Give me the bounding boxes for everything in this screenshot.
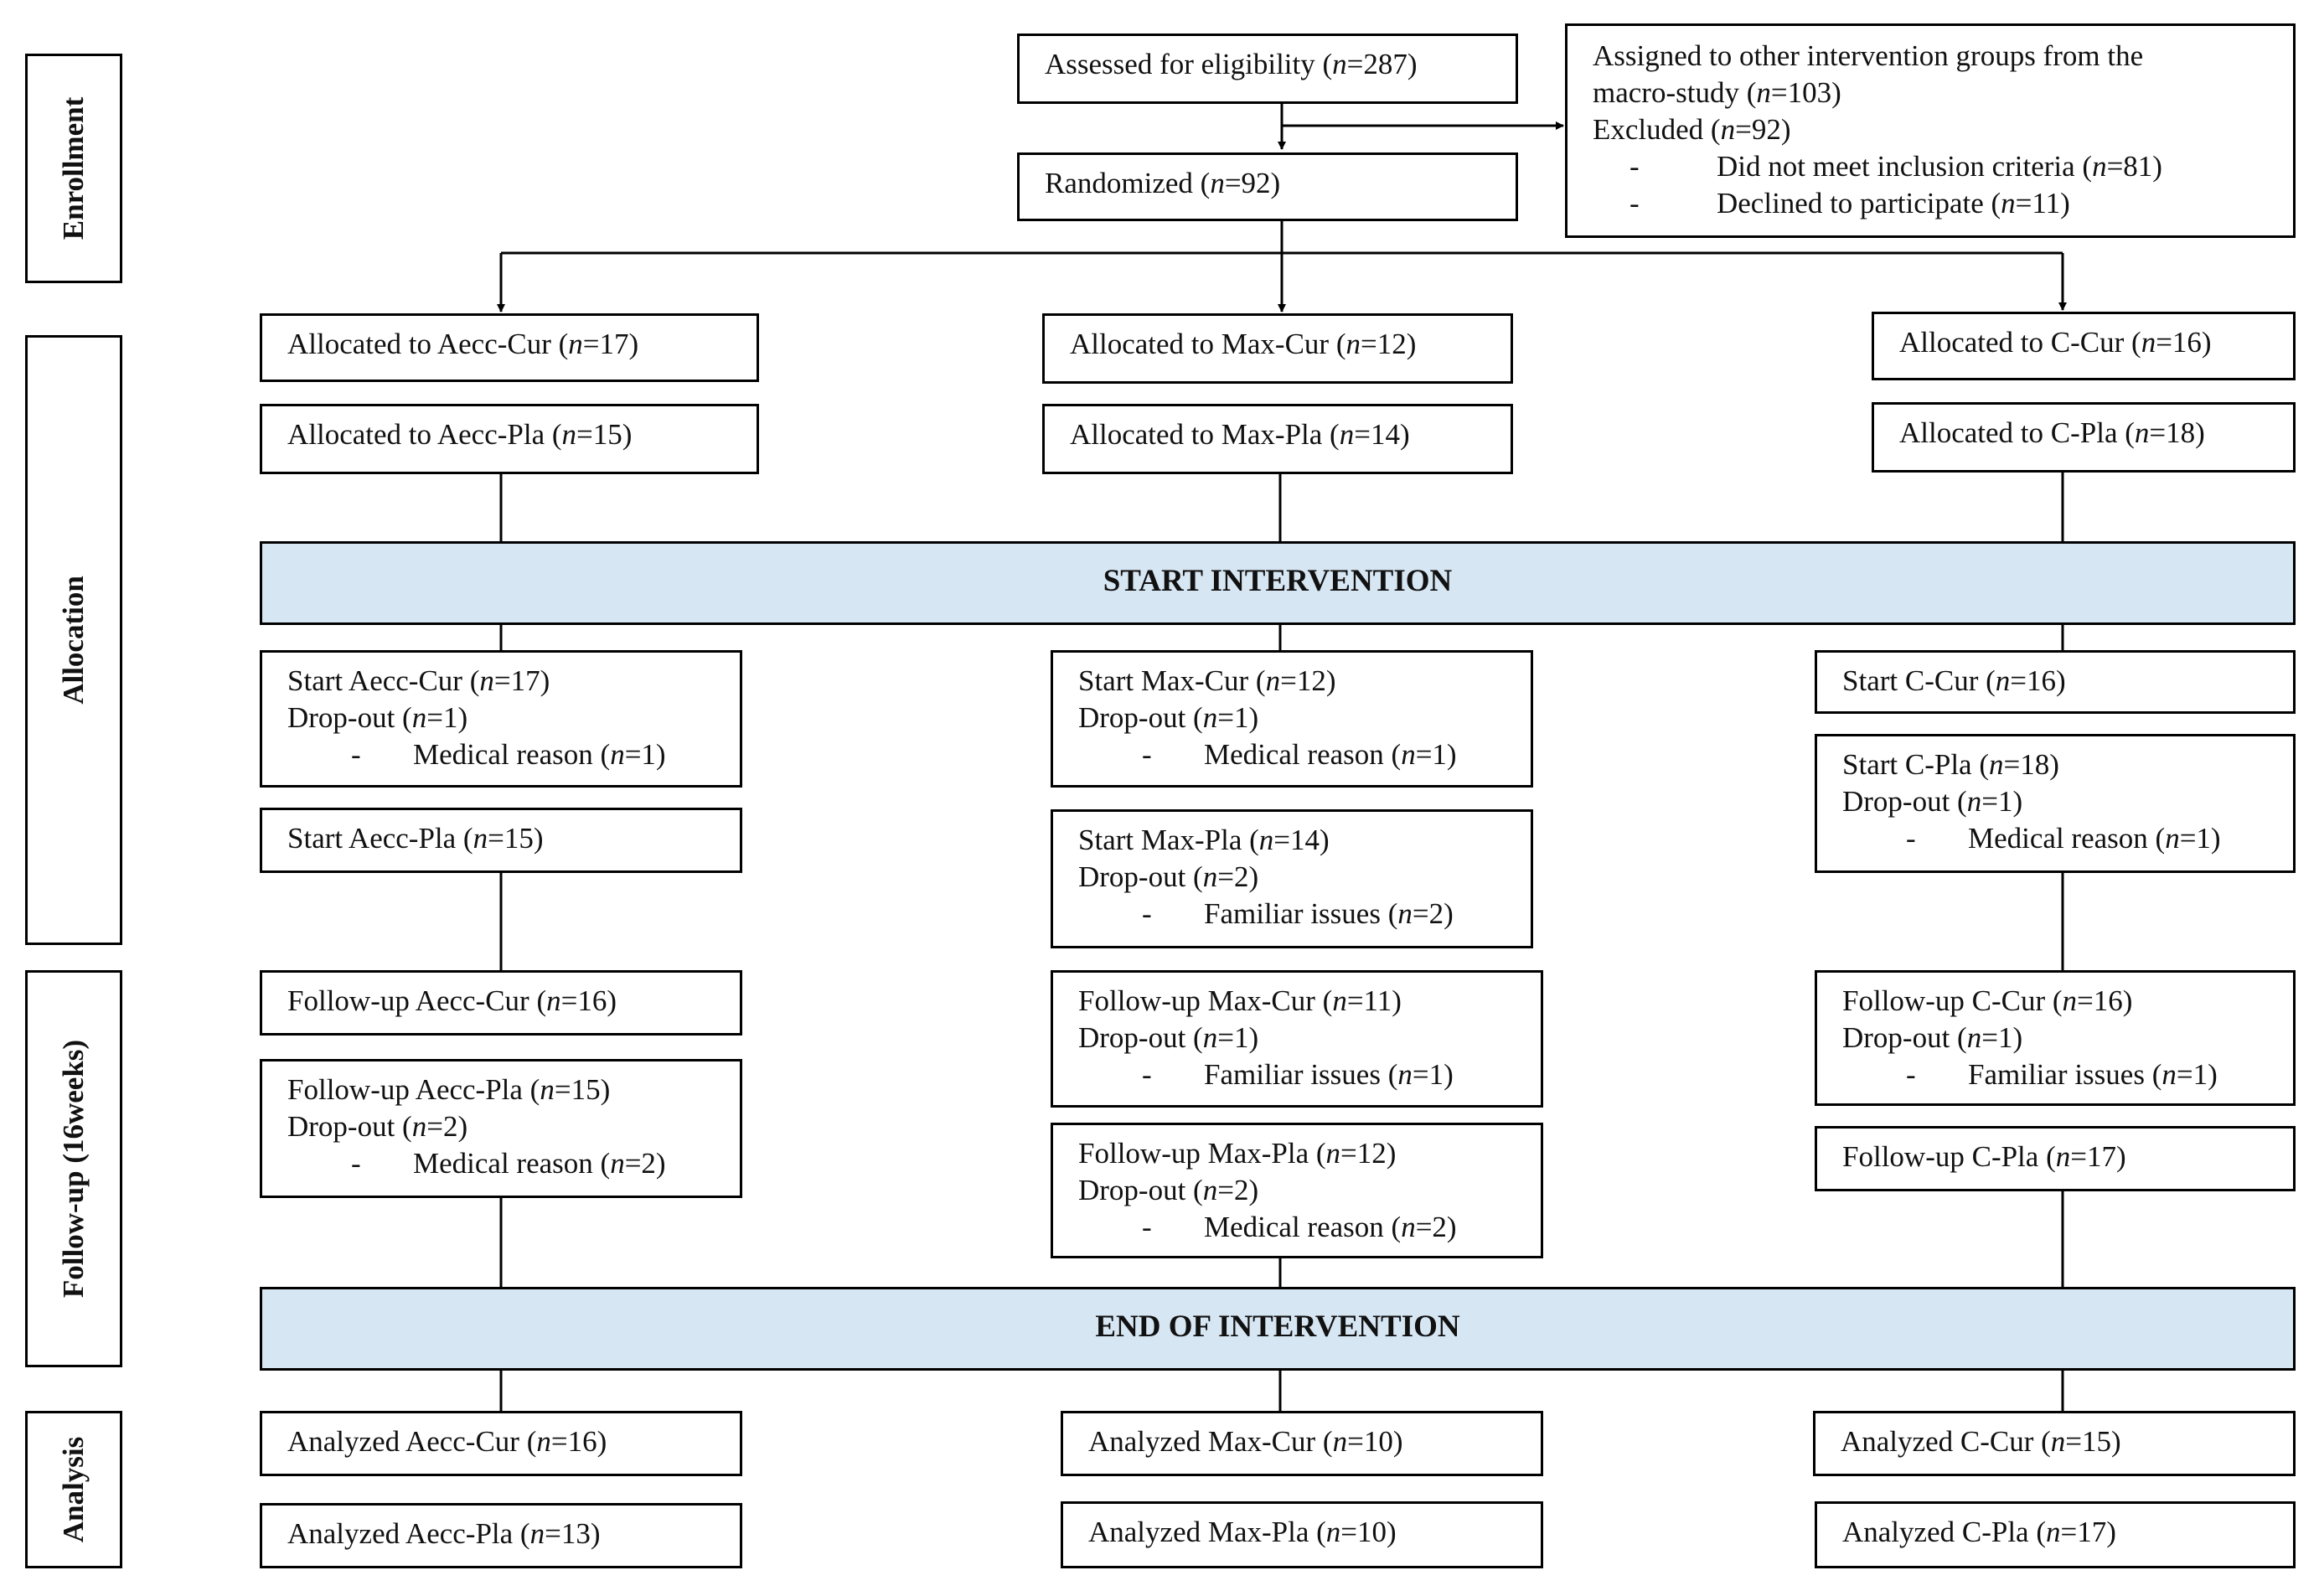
follow-max-cur-box: Follow-up Max-Cur (n=11) Drop-out (n=1) …: [1051, 970, 1543, 1108]
other-groups-line: Assigned to other intervention groups fr…: [1593, 39, 2144, 72]
start-aecc-cur-text: Start Aecc-Cur (n=17): [287, 664, 550, 697]
analyzed-aecc-cur-text: Analyzed Aecc-Cur (n=16): [287, 1425, 607, 1458]
start-max-pla-box: Start Max-Pla (n=14) Drop-out (n=2) -Fam…: [1051, 809, 1533, 948]
analyzed-max-pla-box: Analyzed Max-Pla (n=10): [1061, 1501, 1543, 1568]
analyzed-aecc-pla-text: Analyzed Aecc-Pla (n=13): [287, 1517, 601, 1550]
phase-enrollment: Enrollment: [25, 54, 122, 283]
start-aecc-pla-text: Start Aecc-Pla (n=15): [287, 822, 544, 855]
follow-max-cur-dropout: Drop-out (n=1): [1078, 1021, 1259, 1054]
excluded-line: Excluded (n=92): [1593, 113, 1791, 146]
start-aecc-cur-dropout: Drop-out (n=1): [287, 701, 468, 734]
follow-aecc-pla-text: Follow-up Aecc-Pla (n=15): [287, 1073, 611, 1106]
analyzed-c-pla-box: Analyzed C-Pla (n=17): [1815, 1501, 2296, 1568]
analyzed-max-cur-text: Analyzed Max-Cur (n=10): [1088, 1425, 1403, 1458]
allocated-max-cur-text: Allocated to Max-Cur (n=12): [1070, 328, 1417, 360]
randomized-box: Randomized (n=92): [1017, 152, 1518, 221]
assessed-text: Assessed for eligibility (n=287): [1045, 48, 1418, 80]
start-c-cur-text: Start C-Cur (n=16): [1842, 664, 2066, 697]
start-aecc-cur-box: Start Aecc-Cur (n=17) Drop-out (n=1) -Me…: [260, 650, 742, 788]
start-c-pla-dropout: Drop-out (n=1): [1842, 785, 2023, 818]
phase-follow-up: Follow-up (16weeks): [25, 970, 122, 1367]
follow-c-cur-text: Follow-up C-Cur (n=16): [1842, 984, 2133, 1017]
allocated-aecc-pla-text: Allocated to Aecc-Pla (n=15): [287, 418, 633, 451]
phase-allocation: Allocation: [25, 335, 122, 945]
start-c-pla-text: Start C-Pla (n=18): [1842, 748, 2059, 781]
follow-c-pla-box: Follow-up C-Pla (n=17): [1815, 1126, 2296, 1191]
follow-max-pla-text: Follow-up Max-Pla (n=12): [1078, 1137, 1397, 1170]
start-max-pla-reason: -Familiar issues (n=2): [1142, 897, 1454, 930]
phase-follow-up-label: Follow-up (16weeks): [57, 1039, 90, 1299]
start-aecc-pla-box: Start Aecc-Pla (n=15): [260, 808, 742, 873]
start-c-pla-reason: -Medical reason (n=1): [1906, 822, 2221, 855]
end-intervention-band: END OF INTERVENTION: [260, 1287, 2296, 1371]
allocated-max-cur-box: Allocated to Max-Cur (n=12): [1042, 313, 1513, 384]
follow-max-pla-box: Follow-up Max-Pla (n=12) Drop-out (n=2) …: [1051, 1123, 1543, 1258]
end-intervention-label: END OF INTERVENTION: [1095, 1309, 1460, 1344]
follow-max-pla-dropout: Drop-out (n=2): [1078, 1174, 1259, 1206]
macro-study-line: macro-study (n=103): [1593, 76, 1841, 109]
phase-analysis-label: Analysis: [57, 1436, 90, 1543]
start-max-cur-reason: -Medical reason (n=1): [1142, 738, 1457, 771]
assessed-box: Assessed for eligibility (n=287): [1017, 34, 1518, 104]
phase-analysis: Analysis: [25, 1411, 122, 1568]
allocated-max-pla-text: Allocated to Max-Pla (n=14): [1070, 418, 1410, 451]
analyzed-c-cur-box: Analyzed C-Cur (n=15): [1813, 1411, 2296, 1476]
follow-aecc-pla-dropout: Drop-out (n=2): [287, 1110, 468, 1143]
start-c-cur-box: Start C-Cur (n=16): [1815, 650, 2296, 714]
follow-aecc-cur-box: Follow-up Aecc-Cur (n=16): [260, 970, 742, 1036]
follow-aecc-pla-box: Follow-up Aecc-Pla (n=15) Drop-out (n=2)…: [260, 1059, 742, 1198]
start-max-pla-text: Start Max-Pla (n=14): [1078, 824, 1330, 856]
analyzed-max-cur-box: Analyzed Max-Cur (n=10): [1061, 1411, 1543, 1476]
allocated-c-cur-text: Allocated to C-Cur (n=16): [1899, 326, 2212, 359]
allocated-aecc-cur-box: Allocated to Aecc-Cur (n=17): [260, 313, 759, 382]
start-intervention-band: START INTERVENTION: [260, 541, 2296, 625]
declined-line: -Declined to participate (n=11): [1629, 187, 2070, 220]
analyzed-c-cur-text: Analyzed C-Cur (n=15): [1841, 1425, 2121, 1458]
allocated-max-pla-box: Allocated to Max-Pla (n=14): [1042, 404, 1513, 474]
follow-max-cur-reason: -Familiar issues (n=1): [1142, 1058, 1454, 1091]
allocated-aecc-pla-box: Allocated to Aecc-Pla (n=15): [260, 404, 759, 474]
analyzed-max-pla-text: Analyzed Max-Pla (n=10): [1088, 1516, 1397, 1548]
follow-c-cur-dropout: Drop-out (n=1): [1842, 1021, 2023, 1054]
start-intervention-label: START INTERVENTION: [1103, 564, 1453, 598]
start-max-cur-box: Start Max-Cur (n=12) Drop-out (n=1) -Med…: [1051, 650, 1533, 788]
start-max-pla-dropout: Drop-out (n=2): [1078, 860, 1259, 893]
analyzed-c-pla-text: Analyzed C-Pla (n=17): [1842, 1516, 2116, 1548]
start-max-cur-dropout: Drop-out (n=1): [1078, 701, 1259, 734]
follow-aecc-pla-reason: -Medical reason (n=2): [351, 1147, 666, 1180]
start-max-cur-text: Start Max-Cur (n=12): [1078, 664, 1336, 697]
allocated-c-cur-box: Allocated to C-Cur (n=16): [1872, 312, 2296, 380]
analyzed-aecc-cur-box: Analyzed Aecc-Cur (n=16): [260, 1411, 742, 1476]
analyzed-aecc-pla-box: Analyzed Aecc-Pla (n=13): [260, 1503, 742, 1568]
allocated-c-pla-text: Allocated to C-Pla (n=18): [1899, 416, 2205, 449]
start-aecc-cur-reason: -Medical reason (n=1): [351, 738, 666, 771]
randomized-text: Randomized (n=92): [1045, 167, 1281, 199]
phase-allocation-label: Allocation: [57, 576, 90, 705]
follow-c-cur-reason: -Familiar issues (n=1): [1906, 1058, 2218, 1091]
phase-enrollment-label: Enrollment: [57, 96, 90, 240]
inclusion-criteria-line: -Did not meet inclusion criteria (n=81): [1629, 150, 2162, 183]
allocated-c-pla-box: Allocated to C-Pla (n=18): [1872, 402, 2296, 473]
follow-max-pla-reason: -Medical reason (n=2): [1142, 1211, 1457, 1243]
follow-c-pla-text: Follow-up C-Pla (n=17): [1842, 1140, 2126, 1173]
start-c-pla-box: Start C-Pla (n=18) Drop-out (n=1) -Medic…: [1815, 734, 2296, 873]
follow-c-cur-box: Follow-up C-Cur (n=16) Drop-out (n=1) -F…: [1815, 970, 2296, 1106]
allocated-aecc-cur-text: Allocated to Aecc-Cur (n=17): [287, 328, 639, 360]
follow-aecc-cur-text: Follow-up Aecc-Cur (n=16): [287, 984, 617, 1017]
follow-max-cur-text: Follow-up Max-Cur (n=11): [1078, 984, 1402, 1017]
excluded-box: Assigned to other intervention groups fr…: [1565, 23, 2296, 238]
